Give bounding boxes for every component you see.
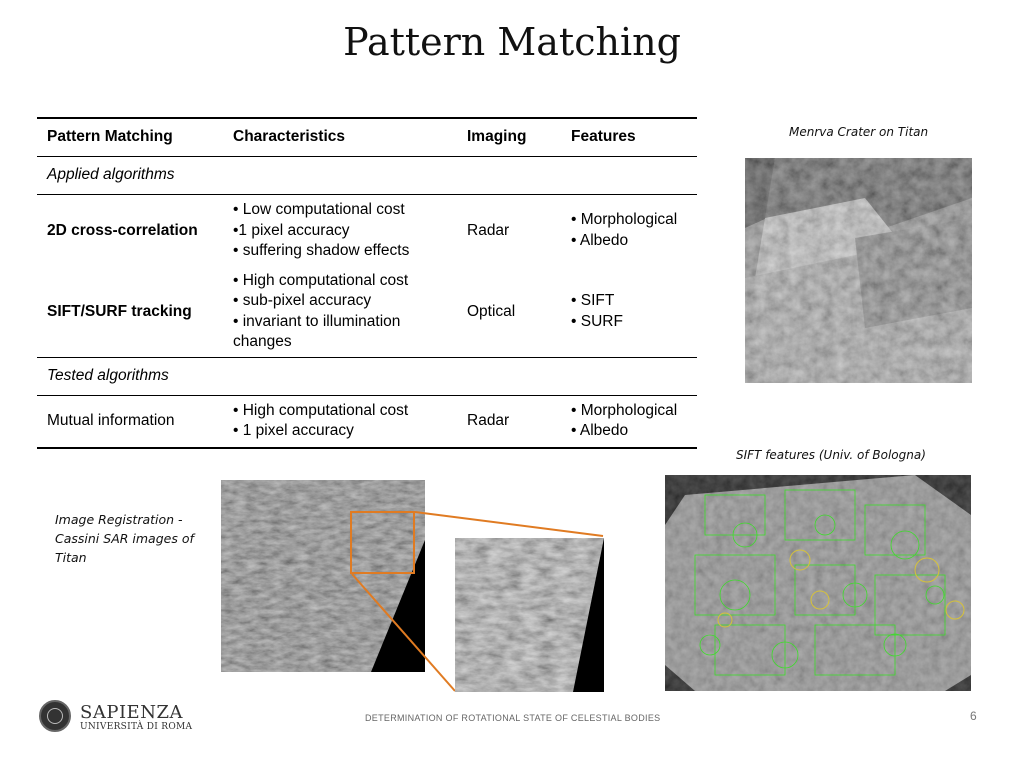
table-row: SIFT/SURF tracking • High computational … [37, 266, 697, 358]
table-header-row: Pattern Matching Characteristics Imaging… [37, 117, 697, 157]
slide-title: Pattern Matching [343, 20, 681, 64]
characteristics-cell: • High computational cost • 1 pixel accu… [223, 395, 457, 449]
characteristic-item: •1 pixel accuracy [233, 221, 350, 239]
feature-item: • Albedo [571, 422, 629, 440]
menrva-crater-image [745, 158, 972, 383]
sift-caption: SIFT features (Univ. of Bologna) [736, 448, 926, 462]
characteristics-cell: • Low computational cost •1 pixel accura… [223, 195, 457, 267]
feature-item: • Albedo [571, 231, 629, 249]
sift-features-image [665, 475, 971, 691]
pattern-matching-table: Pattern Matching Characteristics Imaging… [37, 117, 697, 449]
algorithm-name: 2D cross-correlation [47, 221, 198, 239]
features-cell: • Morphological • Albedo [561, 395, 697, 449]
characteristic-item: • sub-pixel accuracy [233, 292, 372, 310]
characteristic-item: • suffering shadow effects [233, 242, 410, 259]
section-row-tested: Tested algorithms [37, 357, 697, 396]
feature-item: • Morphological [571, 401, 678, 419]
characteristic-item: • 1 pixel accuracy [233, 422, 354, 440]
features-cell: • SIFT • SURF [561, 266, 697, 358]
menrva-caption: Menrva Crater on Titan [789, 125, 929, 139]
imaging-cell: Radar [467, 221, 510, 239]
caption-line: Image Registration - [55, 512, 183, 527]
feature-item: • SIFT [571, 292, 615, 310]
registration-caption: Image Registration - Cassini SAR images … [55, 510, 194, 567]
characteristic-item: • invariant to illumination [233, 312, 401, 330]
table-header-cell: Features [561, 117, 697, 157]
logo-name: SAPIENZA [80, 702, 183, 723]
characteristic-item: • Low computational cost [233, 201, 405, 218]
algorithm-name: SIFT/SURF tracking [37, 266, 223, 358]
table-row: Mutual information • High computational … [37, 395, 697, 449]
characteristics-cell: • High computational cost • sub-pixel ac… [223, 266, 457, 358]
caption-line: Cassini SAR images of [55, 531, 194, 546]
caption-line: Titan [55, 550, 87, 565]
table-row: 2D cross-correlation • Low computational… [37, 195, 697, 267]
sapienza-seal-icon [39, 700, 71, 732]
characteristic-item: • High computational cost [233, 401, 409, 419]
table-header-cell: Imaging [457, 117, 561, 157]
characteristic-item: changes [233, 333, 292, 351]
section-label: Applied algorithms [37, 156, 697, 195]
imaging-cell: Radar [457, 395, 561, 449]
slide-footer: DETERMINATION OF ROTATIONAL STATE OF CEL… [365, 713, 661, 723]
feature-item: • Morphological [571, 211, 678, 229]
highlight-box [350, 511, 415, 574]
logo-subtitle: UNIVERSITÀ DI ROMA [80, 722, 193, 732]
section-label: Tested algorithms [37, 357, 697, 396]
table-header-cell: Characteristics [223, 117, 457, 157]
section-row-applied: Applied algorithms [37, 156, 697, 195]
characteristic-item: • High computational cost [233, 271, 409, 289]
algorithm-name: Mutual information [37, 395, 223, 449]
table-header-cell: Pattern Matching [37, 117, 223, 157]
page-number: 6 [970, 709, 977, 723]
feature-item: • SURF [571, 312, 623, 330]
imaging-cell: Optical [457, 266, 561, 358]
sar-image-zoom [455, 538, 604, 692]
features-cell: • Morphological • Albedo [561, 195, 697, 267]
